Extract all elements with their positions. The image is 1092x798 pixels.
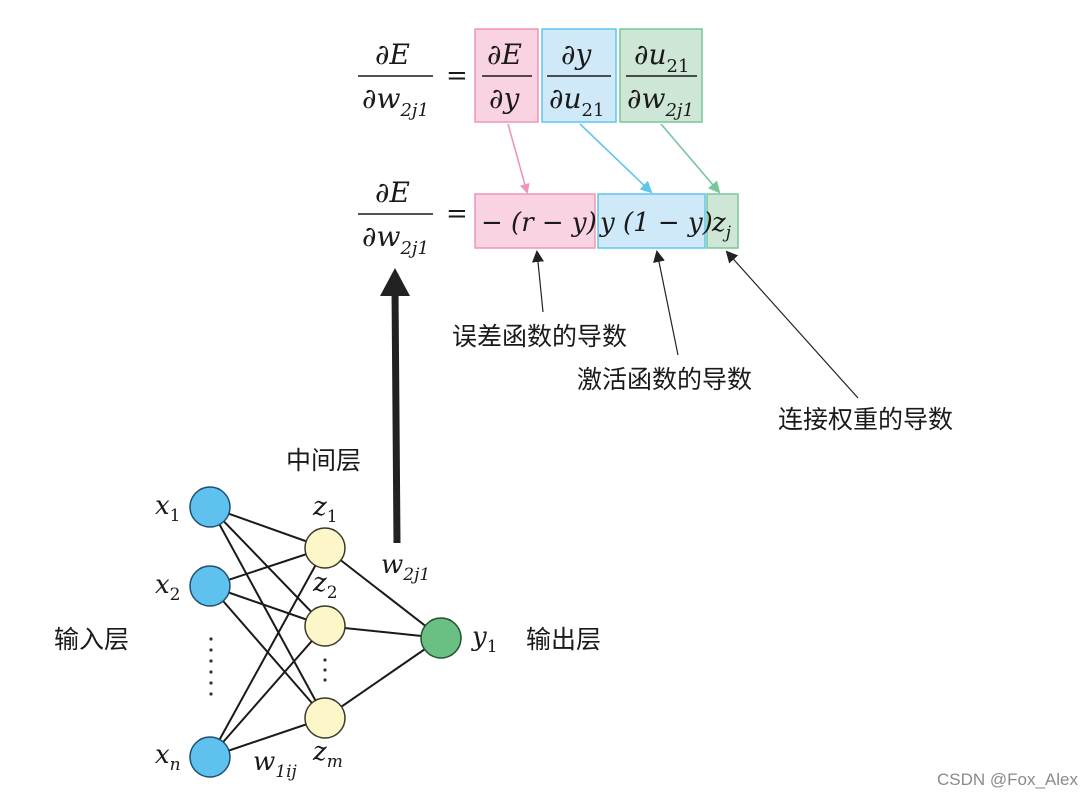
error-annotation-arrow xyxy=(532,250,544,313)
input-node-1 xyxy=(189,486,231,528)
hidden-ellipsis xyxy=(323,658,327,682)
error-term: − (r − y) xyxy=(481,208,597,238)
lhs-numerator: ∂E xyxy=(375,38,410,71)
output-node xyxy=(420,617,462,659)
input-ellipsis xyxy=(209,637,213,696)
error-derivative-label: 误差函数的导数 xyxy=(452,322,627,351)
input-node-n xyxy=(189,736,231,778)
big-upward-arrow-shaft xyxy=(391,289,401,544)
lhs-denominator: ∂w2j1 xyxy=(362,82,429,121)
weight-term-box xyxy=(706,193,739,249)
equation-bottom: ∂E ∂w2j1 = − (r − y) y (1 − y) zj xyxy=(358,176,739,259)
input-label-1: x1 xyxy=(155,491,181,526)
input-layer-label: 输入层 xyxy=(54,625,129,654)
term3-denominator: ∂w2j1 xyxy=(627,82,694,121)
pink-arrow xyxy=(507,123,530,194)
activation-term: y (1 − y) xyxy=(599,208,713,238)
hidden-layer-label: 中间层 xyxy=(286,446,361,475)
hidden-node-1 xyxy=(304,527,346,569)
hidden-nodes xyxy=(304,527,346,739)
hidden-node-m xyxy=(304,697,346,739)
lhs2-numerator: ∂E xyxy=(375,176,410,209)
weight-label-w2j1: w2j1 xyxy=(381,550,430,585)
input-nodes xyxy=(189,486,231,778)
output-layer-label: 输出层 xyxy=(526,625,601,654)
watermark: CSDN @Fox_Alex xyxy=(937,770,1079,789)
input-label-2: x2 xyxy=(155,570,181,605)
error-term-box xyxy=(474,193,596,249)
equals-sign-2: = xyxy=(446,199,468,229)
hidden-label-1: z1 xyxy=(312,492,338,527)
term2-denominator: ∂u21 xyxy=(549,82,604,121)
activation-derivative-label: 激活函数的导数 xyxy=(577,365,752,394)
hidden-label-2: z2 xyxy=(312,568,338,603)
lhs2-denominator: ∂w2j1 xyxy=(362,220,429,259)
green-arrow xyxy=(660,123,721,194)
big-upward-arrow-head xyxy=(380,268,410,296)
activation-annotation-arrow xyxy=(653,250,679,356)
weight-label-w1ij: w1ij xyxy=(253,747,298,782)
output-label: y1 xyxy=(471,622,498,657)
weight-annotation-arrow xyxy=(725,250,859,399)
term3-numerator: ∂u21 xyxy=(634,38,689,77)
blue-arrow xyxy=(579,123,653,194)
term1-numerator: ∂E xyxy=(487,38,522,71)
input-node-2 xyxy=(189,565,231,607)
weight-term: zj xyxy=(711,208,732,243)
hidden-label-m: zm xyxy=(312,737,343,772)
equation-top: ∂E ∂w2j1 = ∂E ∂y ∂y ∂u21 ∂u21 ∂w2j1 xyxy=(358,28,703,123)
hidden-node-2 xyxy=(304,605,346,647)
term2-numerator: ∂y xyxy=(561,38,592,71)
term1-denominator: ∂y xyxy=(489,82,520,115)
equals-sign: = xyxy=(446,61,468,91)
activation-term-box xyxy=(597,193,706,249)
weight-derivative-label: 连接权重的导数 xyxy=(778,405,953,434)
input-label-n: xn xyxy=(155,740,181,775)
